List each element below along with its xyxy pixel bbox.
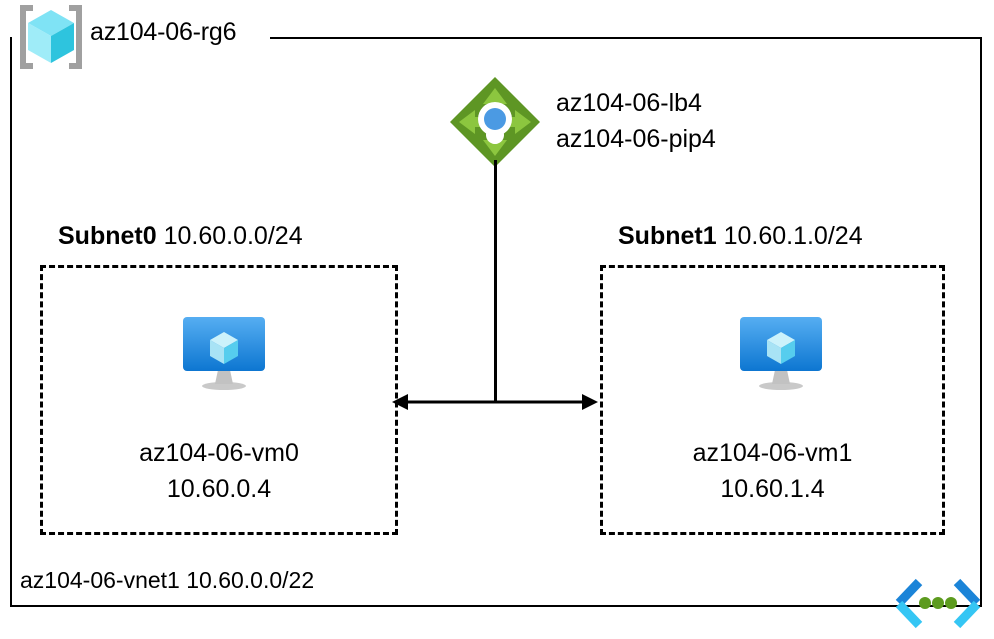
resource-group-cube-icon xyxy=(16,4,86,70)
vm1-labels: az104-06-vm1 10.60.1.4 xyxy=(600,435,945,507)
virtual-machine-icon xyxy=(738,315,824,391)
vm1-ip: 10.60.1.4 xyxy=(720,475,825,503)
subnet0-name: Subnet0 xyxy=(58,222,157,250)
subnet0-cidr: 10.60.0.0/24 xyxy=(163,222,303,250)
resource-group-label: az104-06-rg6 xyxy=(90,18,237,46)
subnet1-boundary xyxy=(600,265,945,535)
resource-group-border-bottom xyxy=(10,605,982,607)
vnet-label: az104-06-vnet1 10.60.0.0/22 xyxy=(20,567,315,593)
subnet-to-subnet-connector xyxy=(390,384,600,420)
virtual-machine-icon xyxy=(181,315,267,391)
load-balancer-name: az104-06-lb4 xyxy=(556,89,702,117)
resource-group-border-left xyxy=(10,37,12,607)
resource-group-border-right xyxy=(980,37,982,607)
vm0-labels: az104-06-vm0 10.60.0.4 xyxy=(40,435,398,507)
subnet1-cidr: 10.60.1.0/24 xyxy=(723,222,863,250)
public-ip-name: az104-06-pip4 xyxy=(556,125,716,153)
load-balancer-labels: az104-06-lb4 az104-06-pip4 xyxy=(556,85,716,157)
subnet0-heading: Subnet0 10.60.0.0/24 xyxy=(58,222,303,251)
subnet1-name: Subnet1 xyxy=(618,222,717,250)
subnet1-heading: Subnet1 10.60.1.0/24 xyxy=(618,222,863,251)
vm0-ip: 10.60.0.4 xyxy=(166,475,272,503)
resource-group-border-top xyxy=(270,37,982,39)
load-balancer-connector-line xyxy=(494,160,497,403)
vm0-name: az104-06-vm0 xyxy=(139,439,299,467)
vm1-name: az104-06-vm1 xyxy=(692,439,853,467)
virtual-network-icon xyxy=(893,578,983,630)
load-balancer-icon xyxy=(447,74,543,170)
